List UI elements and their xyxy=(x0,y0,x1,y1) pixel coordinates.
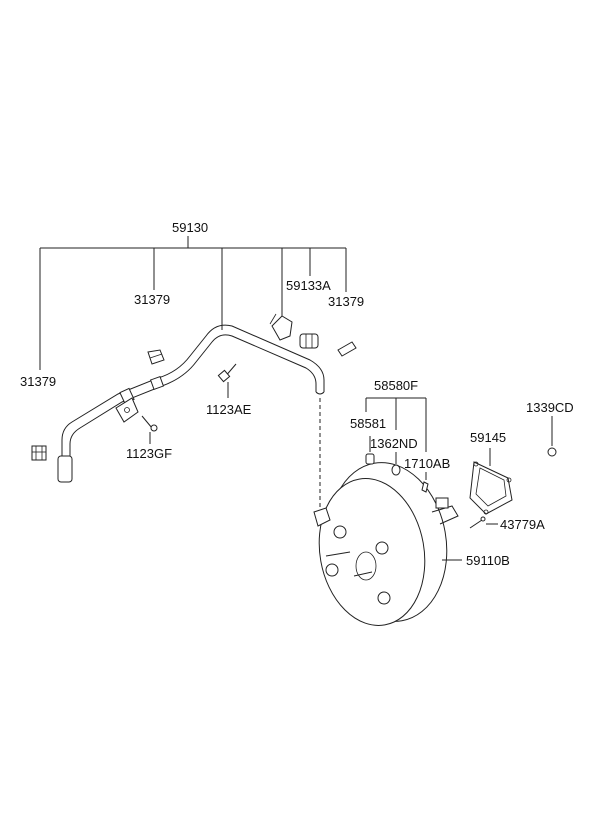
check-valve xyxy=(269,313,319,349)
vacuum-hose xyxy=(57,324,325,483)
hose-bracket xyxy=(115,397,139,423)
clip-31379-right xyxy=(337,341,357,357)
part-1710ab xyxy=(421,481,429,493)
label-1339cd: 1339CD xyxy=(526,400,574,415)
label-43779a: 43779A xyxy=(500,517,545,532)
label-31379-left: 31379 xyxy=(20,374,56,389)
label-59133a: 59133A xyxy=(286,278,331,293)
label-1123gf: 1123GF xyxy=(126,446,172,461)
clip-31379-left xyxy=(31,445,47,461)
label-1710ab: 1710AB xyxy=(404,456,450,471)
gasket-59145 xyxy=(469,461,513,515)
brake-booster-59110b xyxy=(313,462,459,626)
label-58581: 58581 xyxy=(350,416,386,431)
label-31379-right: 31379 xyxy=(328,294,364,309)
part-58581 xyxy=(365,453,375,465)
label-1362nd: 1362ND xyxy=(370,436,418,451)
nut-1339cd xyxy=(547,447,557,457)
label-59110b: 59110B xyxy=(466,553,510,568)
part-1362nd xyxy=(391,464,401,476)
label-1123ae: 1123AE xyxy=(206,402,252,417)
label-59130: 59130 xyxy=(172,220,208,235)
leader-59130 xyxy=(39,236,347,370)
pin-43779a xyxy=(469,516,486,529)
clip-31379-middle xyxy=(147,349,165,365)
bolt-1123ae xyxy=(217,363,237,383)
bolt-1123gf xyxy=(141,415,158,432)
label-58580f: 58580F xyxy=(374,378,418,393)
leader-lines xyxy=(149,382,553,561)
label-31379-middle: 31379 xyxy=(134,292,170,307)
label-59145: 59145 xyxy=(470,430,506,445)
